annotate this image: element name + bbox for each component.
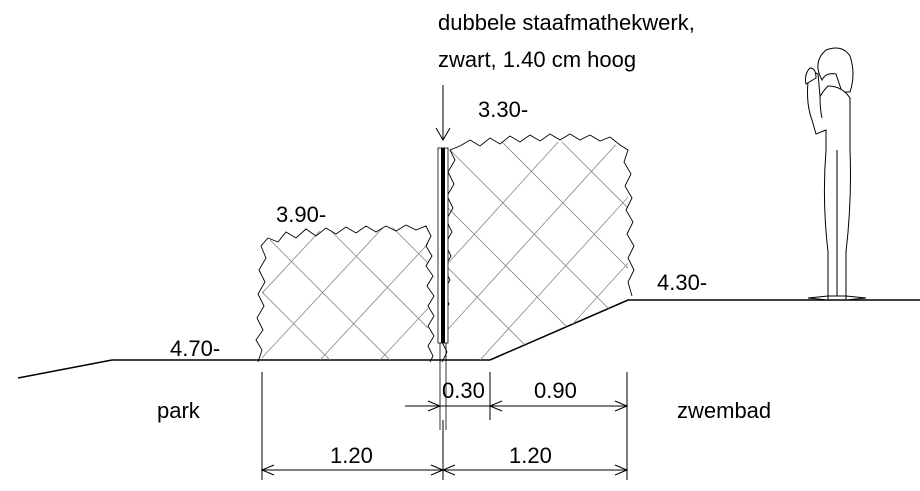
ground-line-right (489, 299, 920, 361)
ground-line-left (17, 359, 490, 379)
annotation-arrow (435, 85, 451, 141)
hedge-right (440, 133, 635, 363)
level-ground-right: 4.30- (657, 270, 707, 295)
dim-label-right-width: 1.20 (509, 443, 552, 468)
zone-label-zwembad: zwembad (677, 398, 771, 423)
dim-label-slope: 0.90 (534, 378, 577, 403)
dimension-lines (260, 372, 629, 480)
person-figure (805, 47, 867, 301)
dim-label-gap: 0.30 (442, 378, 485, 403)
dim-label-left-width: 1.20 (330, 443, 373, 468)
fence (437, 147, 449, 430)
zone-label-park: park (157, 398, 201, 423)
level-ground-left: 4.70- (170, 336, 220, 361)
annotation-line-2: zwart, 1.40 cm hoog (438, 47, 636, 72)
hedge-left (255, 224, 435, 363)
annotation-line-1: dubbele staafmathekwerk, (438, 10, 695, 35)
level-hedge-right: 3.30- (478, 97, 528, 122)
level-hedge-left: 3.90- (276, 202, 326, 227)
